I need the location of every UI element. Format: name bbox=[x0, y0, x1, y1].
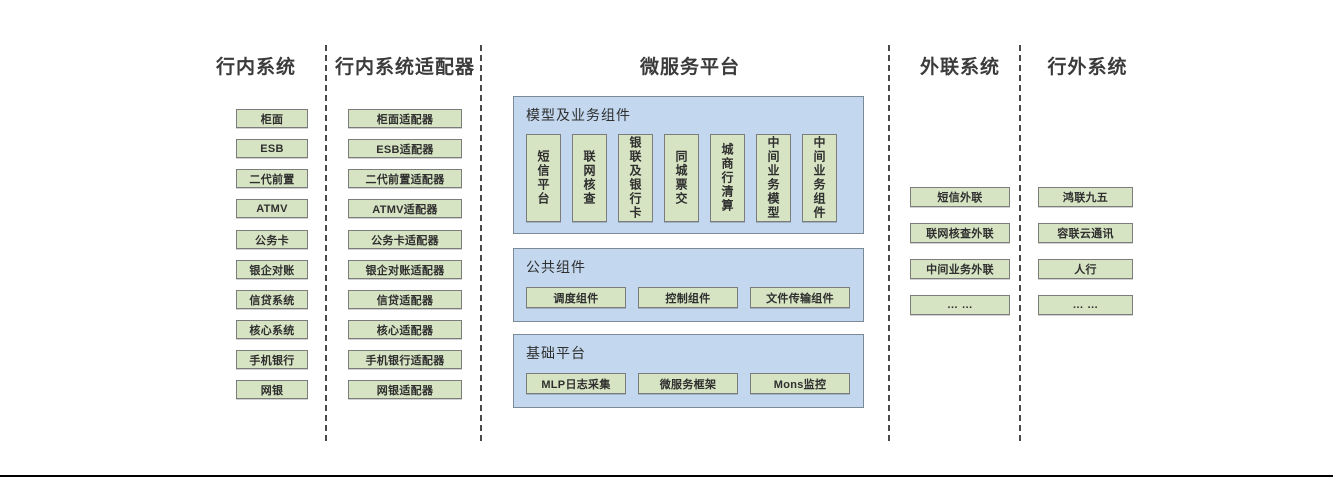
panel-label-public-components: 公共组件 bbox=[526, 259, 586, 275]
node-inbank-system[interactable]: ESB bbox=[236, 139, 308, 158]
panel-label-base-platform: 基础平台 bbox=[526, 345, 586, 361]
node-model-component[interactable]: 中间业务组件 bbox=[802, 134, 837, 222]
node-external-link-system[interactable]: 短信外联 bbox=[910, 187, 1010, 207]
node-inbank-adapter[interactable]: 银企对账适配器 bbox=[348, 260, 462, 279]
node-inbank-system[interactable]: 公务卡 bbox=[236, 230, 308, 249]
node-inbank-adapter[interactable]: ESB适配器 bbox=[348, 139, 462, 158]
node-external-link-system[interactable]: 中间业务外联 bbox=[910, 259, 1010, 279]
node-public-component[interactable]: 控制组件 bbox=[638, 287, 738, 308]
column-title-external-link-systems: 外联系统 bbox=[919, 57, 1000, 78]
node-inbank-adapter[interactable]: 信贷适配器 bbox=[348, 290, 462, 309]
node-model-component[interactable]: 银联及银行卡 bbox=[618, 134, 653, 222]
node-inbank-system[interactable]: 核心系统 bbox=[236, 320, 308, 339]
node-inbank-adapter[interactable]: 网银适配器 bbox=[348, 380, 462, 399]
node-outbank-system[interactable]: … … bbox=[1038, 295, 1133, 315]
node-inbank-system[interactable]: 柜面 bbox=[236, 109, 308, 128]
divider-4 bbox=[1019, 45, 1021, 441]
node-model-component[interactable]: 联网核查 bbox=[572, 134, 607, 222]
node-inbank-system[interactable]: 网银 bbox=[236, 380, 308, 399]
divider-1 bbox=[325, 45, 327, 441]
node-inbank-adapter[interactable]: 二代前置适配器 bbox=[348, 169, 462, 188]
node-inbank-system[interactable]: 银企对账 bbox=[236, 260, 308, 279]
node-external-link-system[interactable]: 联网核查外联 bbox=[910, 223, 1010, 243]
node-public-component[interactable]: 文件传输组件 bbox=[750, 287, 850, 308]
divider-3 bbox=[888, 45, 890, 441]
node-inbank-adapter[interactable]: 柜面适配器 bbox=[348, 109, 462, 128]
node-external-link-system[interactable]: … … bbox=[910, 295, 1010, 315]
node-outbank-system[interactable]: 人行 bbox=[1038, 259, 1133, 279]
node-model-component[interactable]: 城商行清算 bbox=[710, 134, 745, 222]
node-model-component[interactable]: 同城票交 bbox=[664, 134, 699, 222]
node-inbank-adapter[interactable]: 核心适配器 bbox=[348, 320, 462, 339]
column-title-outbank-systems: 行外系统 bbox=[1047, 57, 1128, 78]
node-inbank-adapter[interactable]: ATMV适配器 bbox=[348, 199, 462, 218]
column-title-inbank-adapters: 行内系统适配器 bbox=[334, 57, 475, 78]
panel-label-model-business-components: 模型及业务组件 bbox=[526, 107, 631, 123]
node-inbank-adapter[interactable]: 公务卡适配器 bbox=[348, 230, 462, 249]
node-model-component[interactable]: 中间业务模型 bbox=[756, 134, 791, 222]
node-inbank-system[interactable]: 二代前置 bbox=[236, 169, 308, 188]
node-base-platform-component[interactable]: 微服务框架 bbox=[638, 373, 738, 394]
column-title-inbank-systems: 行内系统 bbox=[215, 57, 296, 78]
bottom-divider-rule bbox=[0, 475, 1333, 477]
node-model-component[interactable]: 短信平台 bbox=[526, 134, 561, 222]
node-outbank-system[interactable]: 容联云通讯 bbox=[1038, 223, 1133, 243]
node-public-component[interactable]: 调度组件 bbox=[526, 287, 626, 308]
divider-2 bbox=[480, 45, 482, 441]
panel-base-platform: 基础平台 bbox=[513, 334, 864, 408]
node-inbank-system[interactable]: 手机银行 bbox=[236, 350, 308, 369]
panel-public-components: 公共组件 bbox=[513, 248, 864, 322]
node-inbank-adapter[interactable]: 手机银行适配器 bbox=[348, 350, 462, 369]
node-base-platform-component[interactable]: Mons监控 bbox=[750, 373, 850, 394]
column-title-microservice-platform: 微服务平台 bbox=[639, 57, 740, 78]
node-outbank-system[interactable]: 鸿联九五 bbox=[1038, 187, 1133, 207]
node-inbank-system[interactable]: 信贷系统 bbox=[236, 290, 308, 309]
node-inbank-system[interactable]: ATMV bbox=[236, 199, 308, 218]
node-base-platform-component[interactable]: MLP日志采集 bbox=[526, 373, 626, 394]
